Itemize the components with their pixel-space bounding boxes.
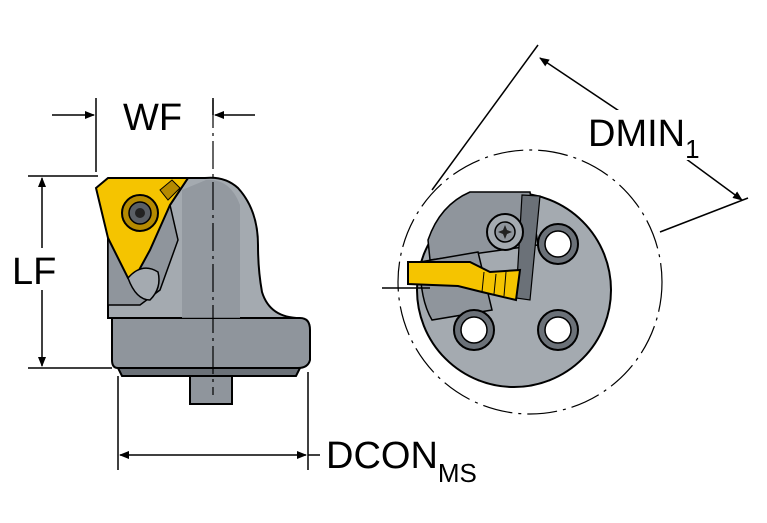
front-slot: [515, 194, 541, 301]
coupling-pin: [189, 375, 233, 405]
bolt-hole-bottom-left: [453, 309, 495, 351]
front-insert: [407, 261, 522, 302]
dmin-label: DMIN1: [588, 113, 700, 164]
dcon-label: DCONMS: [326, 435, 477, 488]
dmin-circle: [397, 149, 663, 415]
front-insert-edge-2: [493, 273, 497, 295]
column-shading: [182, 179, 240, 318]
lf-label: LF: [12, 251, 56, 293]
dmin-dimension: DMIN1: [431, 44, 749, 233]
bolt-hole-bottom-right: [537, 309, 579, 351]
insert-screw-torx: [135, 208, 145, 218]
wf-label: WF: [123, 97, 182, 139]
wf-dimension: WF: [52, 97, 255, 172]
front-insert-edge-3: [503, 271, 507, 297]
side-view: WF LF DCONMS: [8, 97, 477, 488]
dcon-label-sub: MS: [438, 458, 477, 488]
dcon-dimension: DCONMS: [117, 372, 477, 488]
front-insert-edge-1: [481, 271, 485, 293]
bolt-hole-top-right: [537, 223, 579, 265]
base-flange: [111, 317, 311, 369]
insert-tooth-detail: [159, 179, 181, 201]
dmin-label-sub: 1: [685, 134, 699, 164]
bottom-plate: [116, 367, 302, 377]
dmin-label-main: DMIN: [588, 113, 685, 155]
clamp-bump: [127, 267, 160, 301]
front-view: DMIN1: [382, 44, 749, 415]
lf-dimension: LF: [8, 175, 112, 369]
torx-socket: [498, 225, 512, 239]
dcon-label-main: DCON: [326, 435, 438, 477]
